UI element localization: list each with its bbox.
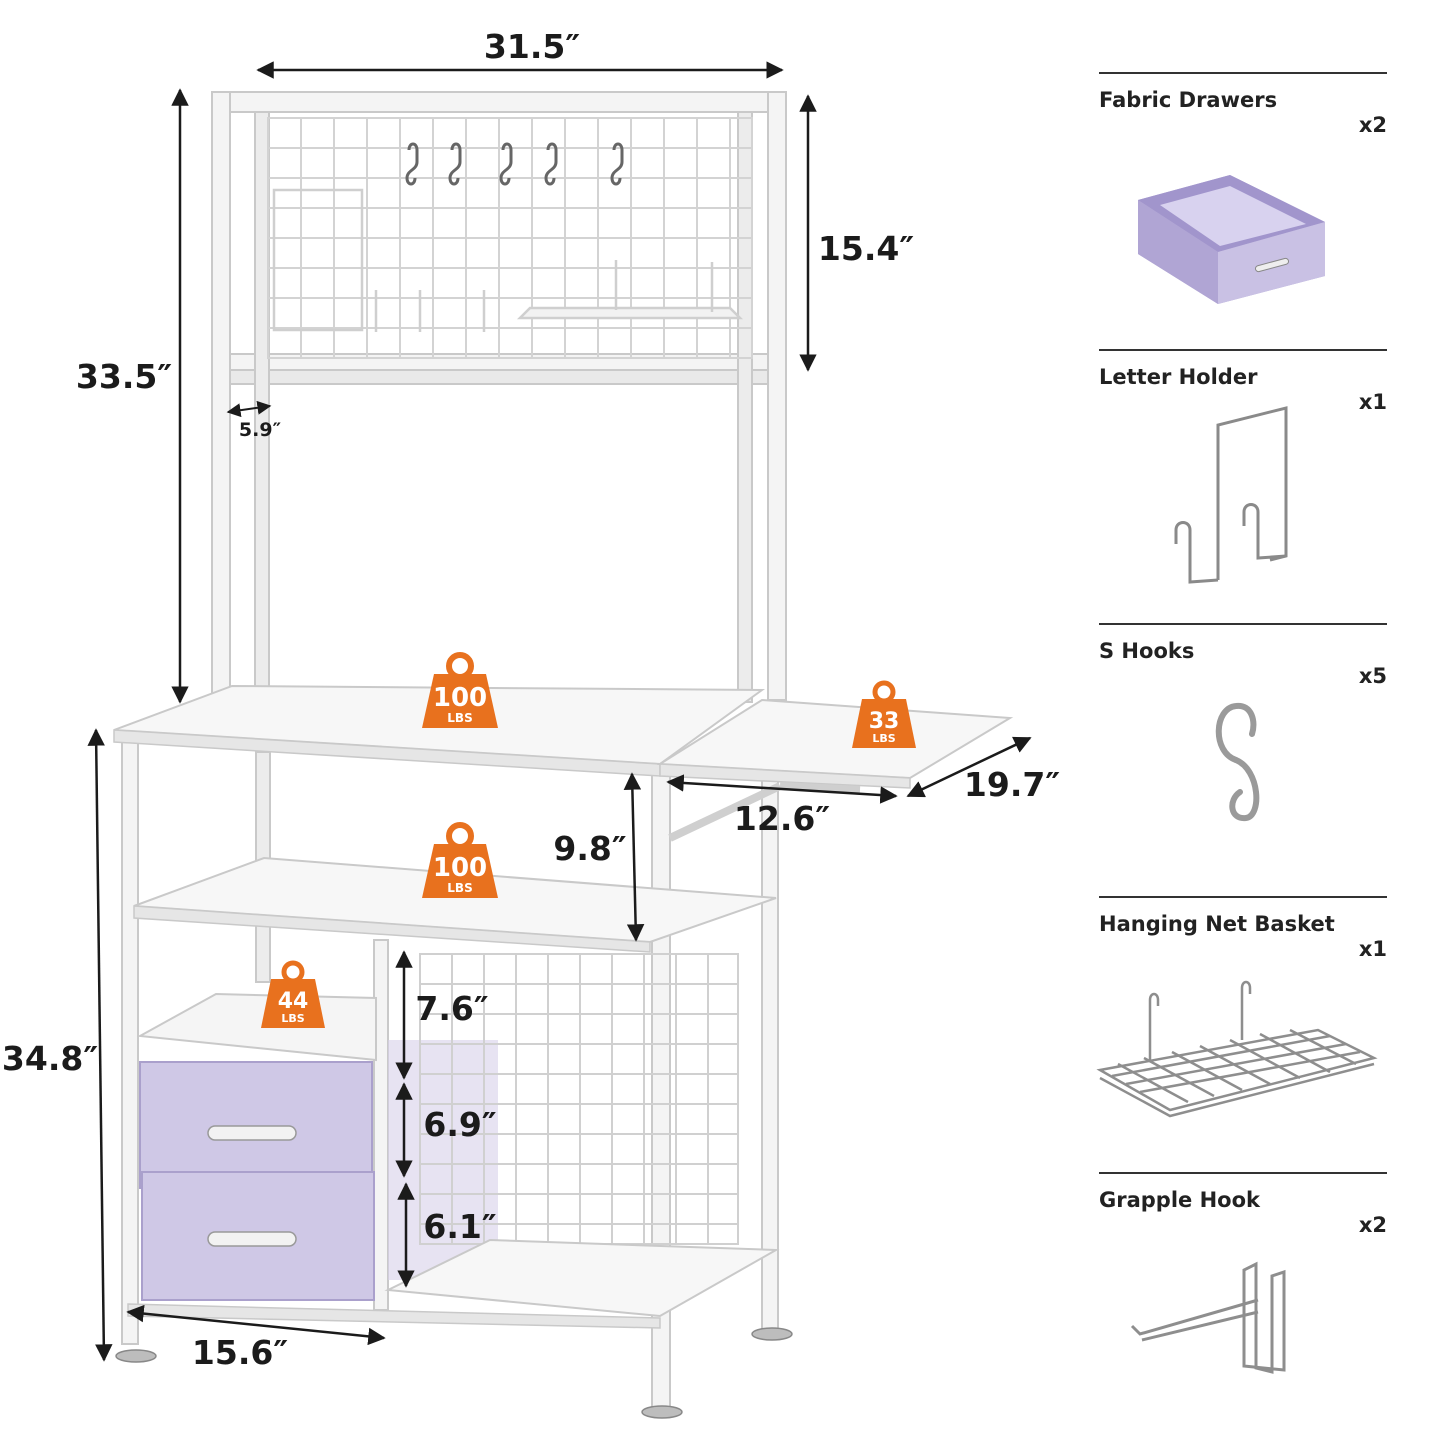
dim-upper-height: 15.4″ — [818, 229, 914, 268]
hutch-frame — [211, 91, 787, 703]
middle-shelf-front — [133, 905, 651, 953]
accessory-name: Fabric Drawers — [1099, 88, 1278, 112]
accessory-name: Letter Holder — [1099, 365, 1258, 389]
svg-text:44: 44 — [278, 989, 309, 1014]
dim-drawer-lower: 6.1″ — [423, 1207, 496, 1246]
svg-text:LBS: LBS — [447, 881, 472, 895]
cubby-top — [136, 992, 377, 1062]
divider — [1099, 72, 1387, 74]
letter-holder-icon — [1174, 406, 1288, 584]
accessory-qty: x1 — [1358, 937, 1387, 961]
svg-text:100: 100 — [433, 853, 487, 883]
divider — [1099, 623, 1387, 625]
dim-cubby-top: 7.6″ — [415, 989, 488, 1028]
svg-text:LBS: LBS — [872, 732, 895, 745]
dimension-lines — [87, 61, 1032, 1362]
leveling-feet — [115, 1327, 793, 1419]
accessory-name: Hanging Net Basket — [1099, 912, 1335, 936]
dim-hutch-depth: 5.9″ — [239, 419, 282, 441]
grapple-hook-icon — [1130, 1261, 1286, 1374]
accessory-qty: x2 — [1358, 1213, 1387, 1237]
accessory-qty: x1 — [1358, 390, 1387, 414]
dim-hutch-height: 33.5″ — [76, 357, 172, 396]
grid-s-hooks — [405, 142, 624, 186]
bottom-shelf — [384, 1238, 780, 1318]
load-badge-cubby: 44 LBS — [261, 960, 325, 1028]
fabric-drawer-icon — [1138, 175, 1325, 304]
accessory-qty: x5 — [1358, 664, 1387, 688]
divider — [1099, 1172, 1387, 1174]
accessory-name: S Hooks — [1099, 639, 1195, 663]
divider — [1099, 896, 1387, 898]
svg-text:LBS: LBS — [447, 711, 472, 725]
accessory-qty: x2 — [1358, 113, 1387, 137]
grid-accessories — [272, 188, 744, 332]
load-badge-top: 100 LBS — [422, 652, 498, 728]
net-basket-icon — [1096, 980, 1378, 1118]
fabric-drawers — [139, 1040, 498, 1301]
dim-lower-height: 34.8″ — [2, 1039, 98, 1078]
divider-post — [373, 939, 389, 1311]
dim-depth: 15.6″ — [192, 1333, 288, 1372]
accessory-name: Grapple Hook — [1099, 1188, 1260, 1212]
s-hook-icon — [1215, 702, 1260, 822]
load-badge-side-table: 33 LBS — [852, 680, 916, 748]
load-badge-middle: 100 LBS — [422, 822, 498, 898]
dim-side-table-depth: 19.7″ — [964, 765, 1060, 804]
svg-text:100: 100 — [433, 683, 487, 713]
svg-text:33: 33 — [869, 709, 900, 734]
dim-middle-gap: 9.8″ — [553, 829, 626, 868]
svg-text:LBS: LBS — [281, 1012, 304, 1025]
dim-width-top: 31.5″ — [484, 27, 580, 66]
dim-side-table-width: 12.6″ — [734, 799, 830, 838]
divider — [1099, 349, 1387, 351]
dimension-labels: 31.5″ 15.4″ 33.5″ 5.9″ 34.8″ 9.8″ 7.6″ 6… — [2, 27, 1060, 1372]
dim-drawer-upper: 6.9″ — [423, 1105, 496, 1144]
